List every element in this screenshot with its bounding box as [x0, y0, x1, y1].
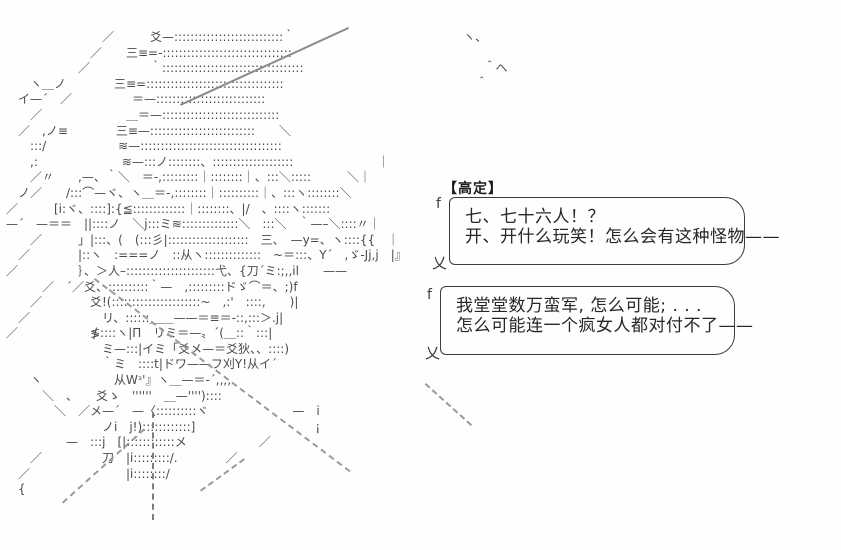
bubble2-line-1: 我堂堂数万蛮军, 怎么可能; . . . — [456, 296, 702, 316]
speech-bubble-2: 我堂堂数万蛮军, 怎么可能; . . . 怎么可能连一个疯女人都对付不了—— — [440, 286, 754, 355]
bubble1-line-2: 开、开什么玩笑！怎么会有这种怪物—— — [465, 227, 780, 247]
bubble2-tail-bottom: 乂 — [425, 344, 441, 362]
speaker-name-label: 【高定】 — [443, 181, 503, 197]
vertical-dashed-line — [152, 412, 154, 520]
bubble1-tail-top: f — [436, 196, 441, 212]
speech-bubble-1: 七、七十六人！？ 开、开什么玩笑！怎么会有这种怪物—— — [449, 197, 780, 265]
bubble1-tail-bottom: 乂 — [432, 254, 448, 272]
bubble2-tail-top: f — [427, 287, 432, 303]
ascii-art-character: ／ 爻—:::::::::::::::::::::::::::｀ ヽ、 ／ 三≡… — [6, 30, 508, 497]
bubble1-line-1: 七、七十六人！？ — [465, 207, 605, 227]
bubble2-line-2: 怎么可能连一个疯女人都对付不了—— — [456, 316, 754, 336]
